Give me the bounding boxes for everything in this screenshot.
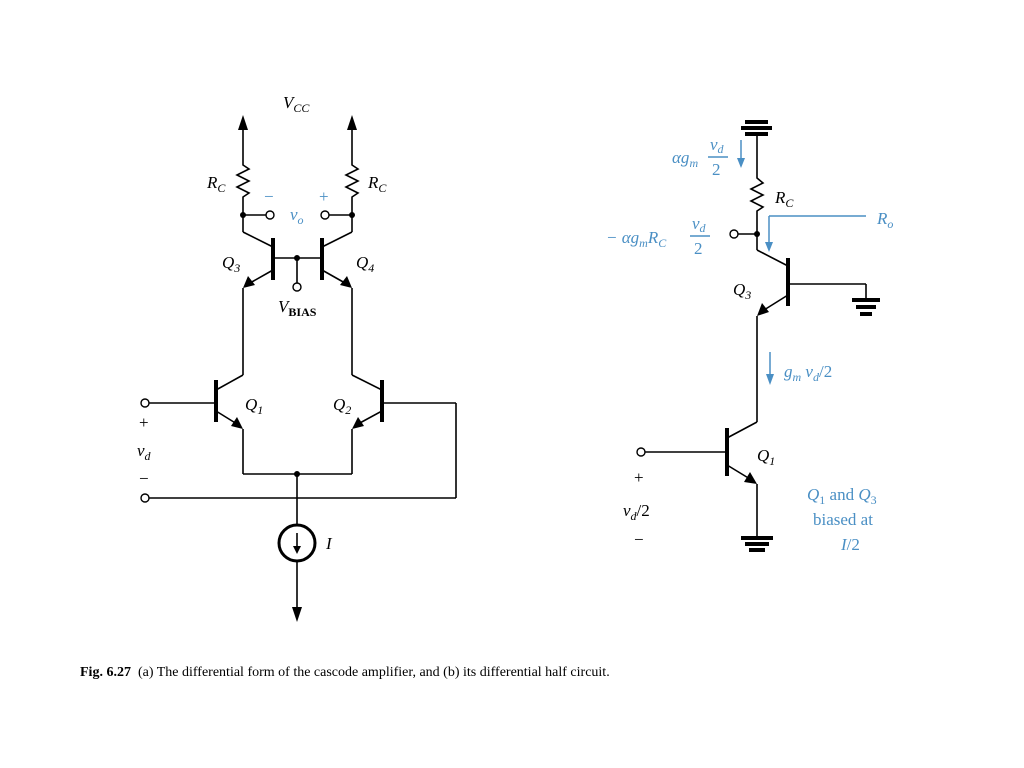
out-minus-terminal [265, 210, 275, 220]
q2-label: Q2 [333, 395, 351, 417]
figure-caption: Fig. 6.27 (a) The differential form of t… [80, 665, 610, 681]
vcc-label: VCC [283, 93, 310, 115]
q4-collector [321, 231, 353, 248]
q3b-label: Q3 [733, 280, 751, 302]
rc-right-resistor [344, 160, 360, 215]
q1-label: Q1 [245, 395, 263, 417]
q3b-emitter-arrow-icon [757, 303, 769, 316]
vcc-right-arrow-icon [347, 115, 357, 130]
gm-current-label: gm vd/2 [784, 362, 832, 384]
q1-emitter [215, 410, 238, 425]
vbias-label: VBIAS [278, 297, 317, 319]
vd-label: vd [137, 441, 152, 463]
input-minus-terminal [140, 493, 150, 503]
out-plus-sign: + [319, 187, 329, 206]
alpha-gm-label: αgm [672, 148, 698, 170]
rc-right-label: RC [367, 173, 387, 195]
current-label: I [325, 534, 333, 553]
ro-label: Ro [876, 209, 893, 231]
vo-label: vo [290, 205, 304, 227]
input-plus-sign: + [139, 413, 149, 432]
half-input-minus: − [634, 530, 644, 549]
bias-note-line2: biased at [813, 510, 873, 529]
q2-emitter-arrow-icon [352, 417, 364, 429]
output-gain-label: − αgmRC [606, 228, 667, 250]
output-terminal [729, 229, 739, 239]
vd-half-label: vd/2 [623, 501, 650, 523]
q1-emitter-arrow-icon [231, 417, 243, 429]
rc-left-label: RC [206, 173, 226, 195]
q2-collector [351, 374, 383, 391]
q3-label: Q3 [222, 253, 240, 275]
output-frac-den: 2 [694, 239, 703, 258]
rc-label: RC [774, 188, 794, 210]
q4-emitter-arrow-icon [340, 276, 352, 288]
alpha-current-arrow-icon [737, 158, 745, 168]
rc-resistor [749, 172, 765, 234]
caption-text: (a) The differential form of the cascode… [137, 665, 610, 680]
input-minus-sign: − [139, 469, 149, 488]
q4-emitter [321, 269, 346, 284]
caption-label: Fig. 6.27 [80, 665, 131, 680]
input-plus-terminal [140, 398, 150, 408]
q1b-emitter [726, 464, 751, 480]
q3b-emitter [763, 294, 789, 311]
half-input-plus: + [634, 468, 644, 487]
figure-a-differential-cascode: VCC RC RC − + vo Q3 Q4 [137, 93, 457, 622]
ro-arrow-icon [765, 242, 773, 252]
output-frac-num: vd [692, 214, 707, 235]
q1b-collector [726, 421, 758, 439]
bias-note-line1: Q1 and Q3 [807, 485, 877, 507]
alpha-frac-num: vd [710, 135, 725, 156]
q1b-emitter-arrow-icon [744, 472, 757, 484]
q4-label: Q4 [356, 253, 374, 275]
bias-note-line3: I/2 [840, 535, 860, 554]
out-plus-terminal [320, 210, 330, 220]
vee-arrow-icon [292, 607, 302, 622]
q1b-label: Q1 [757, 446, 775, 468]
rc-left-resistor [235, 160, 251, 215]
q2-emitter [357, 410, 383, 425]
gm-current-arrow-icon [766, 374, 774, 385]
q3-collector [242, 231, 274, 248]
vcc-left-arrow-icon [238, 115, 248, 130]
q3-emitter-arrow-icon [243, 276, 255, 288]
q3-emitter [249, 269, 274, 284]
out-minus-sign: − [264, 187, 274, 206]
figure-b-half-circuit: RC αgm vd 2 − αgmRC vd 2 Ro Q3 [606, 120, 893, 554]
current-arrow-icon [293, 546, 301, 554]
q3b-collector [756, 249, 789, 267]
vbias-terminal [292, 282, 302, 292]
q1-collector [215, 374, 244, 391]
alpha-frac-den: 2 [712, 160, 721, 179]
half-input-terminal [636, 447, 646, 457]
